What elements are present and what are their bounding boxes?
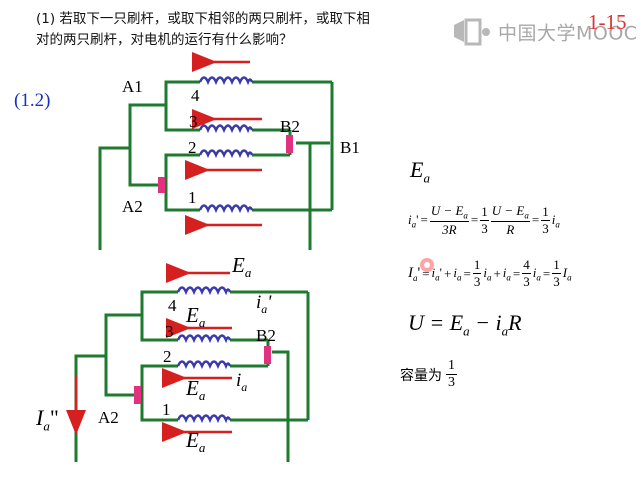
pointer-dot bbox=[424, 262, 430, 268]
bot-ea-coil1: Ea bbox=[186, 428, 206, 456]
bot-Ia-double-prime: Ia" bbox=[36, 405, 59, 434]
top-circuit bbox=[98, 80, 334, 250]
question-line-2: 对的两只刷杆，对电机的运行有什么影响？ bbox=[36, 32, 293, 48]
bot-wire-coil2-left bbox=[140, 364, 178, 422]
bot-ia: ia bbox=[236, 370, 248, 394]
top-brush-a2 bbox=[158, 177, 165, 193]
bot-coil-label-3: 3 bbox=[165, 322, 174, 341]
slide-number: 1-15 bbox=[588, 10, 627, 34]
top-brush-b2 bbox=[286, 135, 293, 153]
capacity-den: 3 bbox=[448, 375, 455, 390]
mooc-watermark-text: 中国大学MOOC bbox=[498, 22, 638, 45]
bot-ea-coil2: Ea bbox=[186, 376, 206, 404]
formula-ea: Ea bbox=[410, 157, 430, 186]
bot-ia-prime: ia' bbox=[256, 292, 272, 316]
bot-label-b2: B2 bbox=[256, 326, 276, 345]
top-coil-label-4: 4 bbox=[191, 86, 200, 105]
bot-coil-2 bbox=[176, 360, 232, 370]
section-label: (1.2) bbox=[14, 90, 51, 111]
formula-voltage: U = Ea − iaR bbox=[408, 310, 522, 339]
top-coil-label-3: 3 bbox=[189, 112, 198, 131]
mooc-watermark: 中国大学MOOC bbox=[450, 17, 638, 47]
bot-coil-label-1: 1 bbox=[162, 400, 171, 419]
bot-brush-a2 bbox=[134, 386, 141, 404]
top-wire-left-tap bbox=[98, 146, 130, 250]
top-wire-b1 bbox=[296, 141, 312, 250]
bot-wire-left bbox=[104, 313, 142, 397]
top-label-a1: A1 bbox=[122, 77, 143, 96]
bot-coil-4 bbox=[176, 286, 232, 296]
top-coil-label-2: 2 bbox=[188, 138, 197, 157]
mooc-logo-icon bbox=[454, 18, 490, 46]
capacity-num: 1 bbox=[446, 358, 457, 375]
top-label-a2: A2 bbox=[122, 197, 143, 216]
top-coil-3 bbox=[198, 124, 254, 134]
formula-ia-prime: ia' = U − Ea 3R = 1 3 U − Ea R = 1 3 ia bbox=[408, 203, 560, 237]
bot-coil-1 bbox=[176, 414, 232, 424]
bot-coil-3 bbox=[176, 334, 232, 344]
bot-coil-label-4: 4 bbox=[168, 296, 177, 315]
top-label-b2: B2 bbox=[280, 117, 300, 136]
top-coil-2 bbox=[198, 149, 254, 159]
bot-ea-top: Ea bbox=[232, 253, 252, 281]
capacity-line: 容量为 1 3 bbox=[400, 358, 457, 391]
top-coil-4 bbox=[198, 76, 254, 86]
top-coil-label-1: 1 bbox=[188, 188, 197, 207]
bot-ea-coil4: Ea bbox=[186, 303, 206, 331]
question-line-1: (1) 若取下一只刷杆，或取下相邻的两只刷杆，或取下相 bbox=[36, 11, 370, 27]
bot-label-a2: A2 bbox=[98, 408, 119, 427]
top-coil-1 bbox=[198, 204, 254, 214]
top-label-b1: B1 bbox=[340, 138, 360, 157]
bot-brush-b2 bbox=[264, 346, 271, 364]
top-wire-a1 bbox=[128, 103, 166, 187]
capacity-label: 容量为 bbox=[400, 367, 442, 384]
bot-coil-label-2: 2 bbox=[163, 347, 172, 366]
bot-wire-b2-out bbox=[272, 350, 290, 462]
formula-Ia-prime: Ia' = ia' + ia = 1 3 ia + ia = 4 3 ia = … bbox=[408, 257, 572, 289]
